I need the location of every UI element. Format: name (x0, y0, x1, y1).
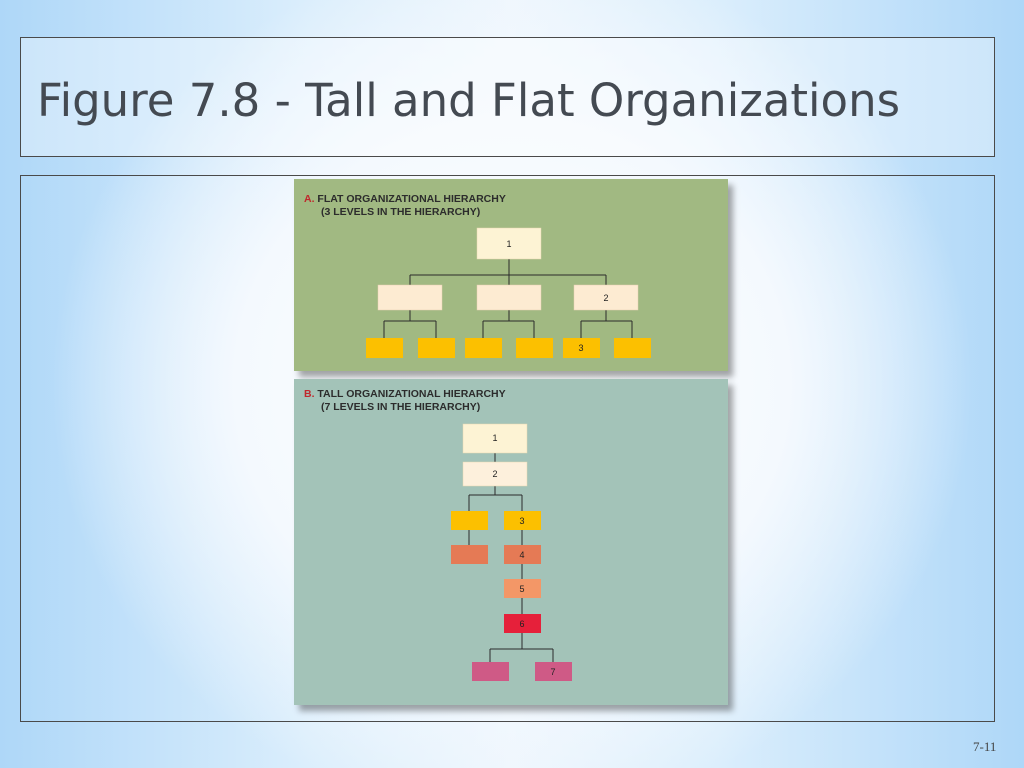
tall-node-level4 (451, 545, 488, 564)
flat-node-level3 (465, 338, 502, 358)
tall-node-level3 (451, 511, 488, 530)
tall-node-level7 (472, 662, 509, 681)
svg-text:3: 3 (578, 343, 583, 353)
page-number: 7-11 (973, 739, 997, 754)
flat-connectors (383, 259, 633, 338)
content-box (20, 175, 995, 722)
tall-node-level6: 6 (504, 614, 541, 633)
tall-hierarchy-panel: B. TALL ORGANIZATIONAL HIERARCHY (7 LEVE… (294, 379, 728, 705)
flat-node-level1-label: 1 (506, 239, 511, 249)
tall-node-level3: 3 (504, 511, 541, 530)
flat-node-level2: 2 (573, 284, 639, 311)
tall-heading-line1: TALL ORGANIZATIONAL HIERARCHY (317, 388, 506, 400)
tall-node-level4: 4 (504, 545, 541, 564)
flat-node-level3 (418, 338, 455, 358)
svg-text:4: 4 (519, 550, 524, 560)
tall-heading-letter: B. (304, 388, 315, 400)
svg-text:7: 7 (550, 667, 555, 677)
tall-node-level5: 5 (504, 579, 541, 598)
flat-node-level3 (366, 338, 403, 358)
tall-node-level7: 7 (535, 662, 572, 681)
svg-text:5: 5 (519, 584, 524, 594)
flat-node-level2 (476, 284, 542, 311)
flat-node-level2 (377, 284, 443, 311)
flat-node-level3 (614, 338, 651, 358)
flat-node-level1: 1 (476, 227, 542, 260)
flat-heading-line2: (3 LEVELS IN THE HIERARCHY) (321, 206, 481, 218)
tall-node-level2: 2 (462, 461, 528, 487)
tall-hierarchy-diagram: 1 2 3 4 5 6 (451, 423, 572, 681)
svg-text:6: 6 (519, 619, 524, 629)
svg-text:3: 3 (519, 516, 524, 526)
flat-node-level3: 3 (563, 338, 600, 358)
flat-heading: A. FLAT ORGANIZATIONAL HIERARCHY (3 LEVE… (304, 193, 506, 219)
tall-connectors (468, 453, 554, 662)
flat-heading-line1: FLAT ORGANIZATIONAL HIERARCHY (317, 193, 506, 205)
tall-node-level1: 1 (462, 423, 528, 454)
tall-heading-line2: (7 LEVELS IN THE HIERARCHY) (321, 401, 481, 413)
flat-node-level3 (516, 338, 553, 358)
flat-heading-letter: A. (304, 193, 315, 205)
flat-hierarchy-panel: A. FLAT ORGANIZATIONAL HIERARCHY (3 LEVE… (294, 179, 728, 371)
flat-hierarchy-diagram: 1 2 3 (366, 227, 651, 358)
svg-text:1: 1 (492, 433, 497, 443)
svg-text:2: 2 (492, 469, 497, 479)
tall-heading: B. TALL ORGANIZATIONAL HIERARCHY (7 LEVE… (304, 388, 506, 414)
title-box: Figure 7.8 - Tall and Flat Organizations (20, 37, 995, 157)
svg-text:2: 2 (603, 293, 608, 303)
slide-title: Figure 7.8 - Tall and Flat Organizations (37, 74, 901, 127)
